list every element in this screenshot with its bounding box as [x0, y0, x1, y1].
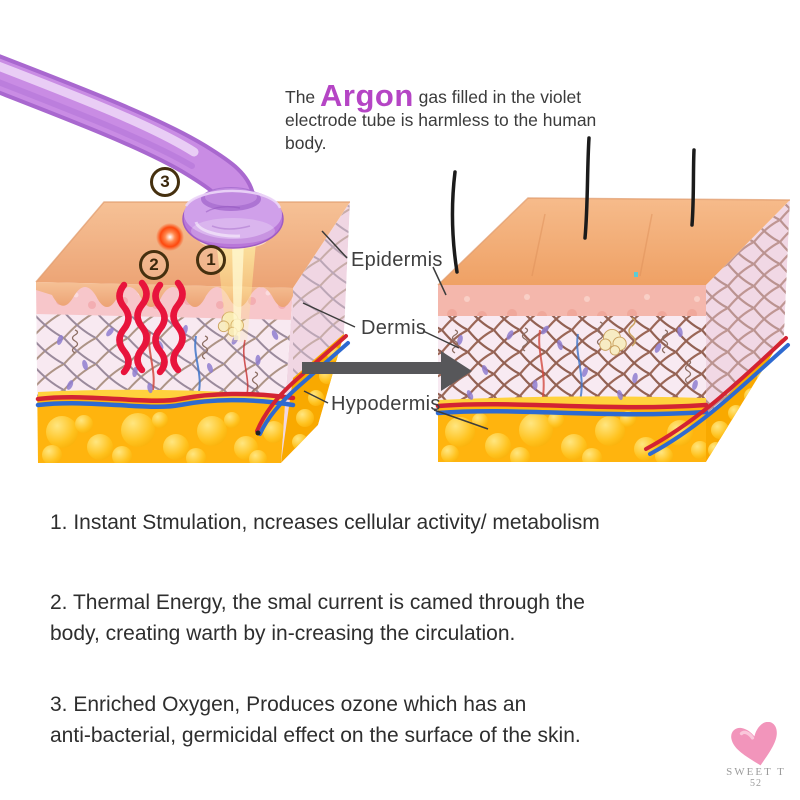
benefit-3-line-2: anti-bacterial, germicidal effect on the…: [50, 724, 581, 747]
benefit-item-2: 2. Thermal Energy, the smal current is c…: [50, 587, 585, 649]
electrode-head: [182, 187, 284, 249]
step-marker-3-number: 3: [160, 172, 170, 191]
annotation-rest: gas filled in the violet electrode tube …: [285, 87, 597, 153]
benefit-1-line-1: 1. Instant Stmulation, ncreases cellular…: [50, 511, 600, 534]
step-marker-1: 1: [196, 245, 226, 275]
brand-name: SWEET T: [726, 766, 786, 778]
electrode-wand: [0, 54, 284, 249]
blood-vessels: [35, 334, 350, 436]
hairs: [450, 136, 696, 274]
blood-vessels: [435, 336, 790, 456]
annotation-prefix: The: [285, 87, 321, 107]
step-marker-3: 3: [150, 167, 180, 197]
step-marker-1-number: 1: [206, 250, 216, 269]
dermis-label: Dermis: [361, 317, 427, 339]
skin-diagram-illustration: [0, 54, 791, 463]
heat-waves: [116, 279, 186, 376]
benefit-2-line-2: body, creating warth by in-creasing the …: [50, 622, 516, 645]
fat-cells: [441, 411, 706, 462]
benefit-2-line-1: 2. Thermal Energy, the smal current is c…: [50, 591, 585, 614]
step-marker-2: 2: [139, 250, 169, 280]
brand-watermark: SWEET T 52: [712, 722, 800, 789]
argon-annotation: The Argon gas filled in the violet elect…: [285, 80, 617, 155]
benefit-item-1: 1. Instant Stmulation, ncreases cellular…: [50, 507, 600, 538]
step-marker-2-number: 2: [149, 255, 159, 274]
epidermis-label: Epidermis: [351, 249, 443, 271]
spark-glow-dot: [156, 223, 184, 251]
skin-block-after: [435, 136, 791, 462]
skin-block-before: [35, 201, 350, 463]
brand-number: 52: [750, 778, 762, 789]
leader-lines: [302, 230, 489, 430]
arrow-icon: [302, 351, 472, 391]
fat-cells: [42, 412, 285, 463]
energy-beam: [216, 238, 256, 342]
hypodermis-label: Hypodermis: [331, 393, 441, 415]
annotation-highlight: Argon: [320, 78, 414, 113]
benefit-item-3: 3. Enriched Oxygen, Produces ozone which…: [50, 689, 581, 751]
heart-logo-icon: [731, 722, 777, 766]
benefit-3-line-1: 3. Enriched Oxygen, Produces ozone which…: [50, 693, 527, 716]
